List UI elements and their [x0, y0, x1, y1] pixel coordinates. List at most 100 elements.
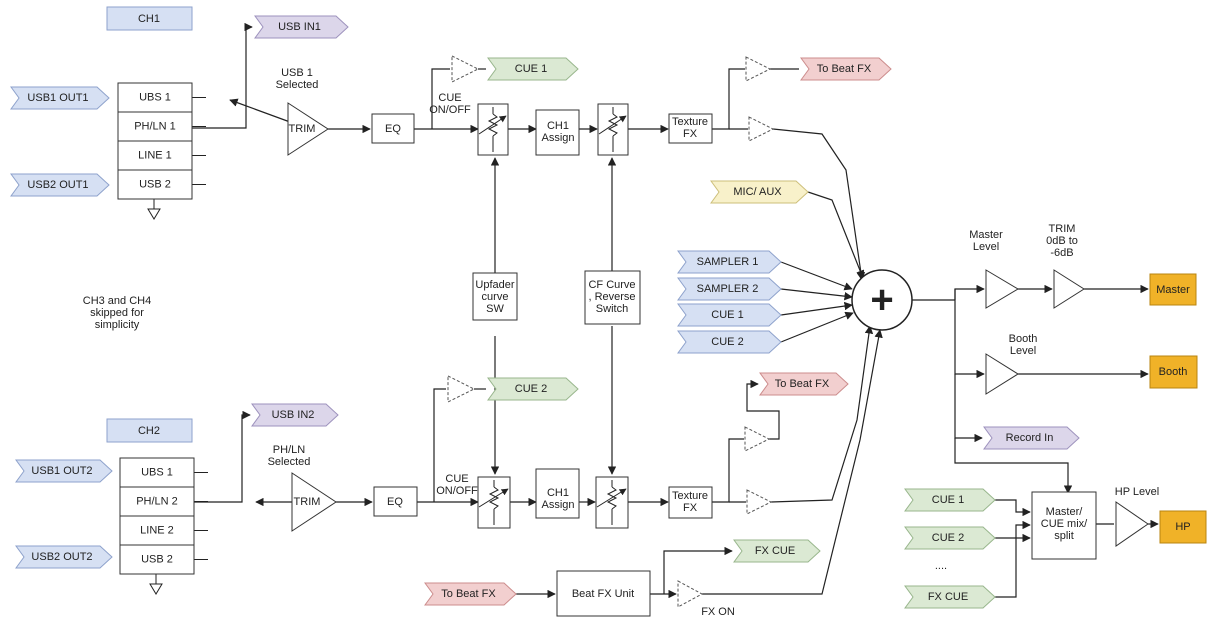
sampler2-tag: [677, 277, 782, 301]
ch2-source-selector-row-1: UBS 1: [141, 467, 173, 479]
trim-range-note-line-1: TRIM: [1049, 223, 1076, 235]
phln-selected-note-line-2: Selected: [268, 456, 311, 468]
cue1-tag-ch1: [487, 57, 579, 81]
usb2-out1-tag-label: USB2 OUT1: [27, 179, 88, 191]
cue-mix-box: [1031, 491, 1097, 560]
wires-layer: [153, 22, 1159, 599]
ch2-texture-fx-box: [668, 486, 713, 519]
wire-hp-fxcue: [995, 533, 1031, 598]
master-level-note-line-2: Level: [973, 241, 999, 253]
summing-junction: [851, 269, 913, 331]
ch2-beatfx-amp: [744, 426, 771, 452]
ch1-assign-box: [535, 109, 580, 156]
ch2-source-selector-row-4: USB 2: [141, 554, 173, 566]
fx-cue-tag-hp: [904, 585, 996, 609]
wire-hp-cue2: [995, 520, 1031, 539]
ch1-eq-label: EQ: [385, 123, 401, 135]
master-output-label: Master: [1156, 284, 1190, 296]
cue-mix-label-line-3: split: [1054, 530, 1074, 542]
to-beat-fx-tag-ch2: [759, 372, 849, 396]
usb1-out1-tag: [10, 86, 110, 110]
fx-on-label: FX ON: [701, 606, 735, 618]
booth-output-label: Booth: [1159, 366, 1188, 378]
wire-sampler2-to-sum: [780, 288, 853, 301]
ch1-assign-label-line-2: Assign: [541, 132, 574, 144]
sampler2-tag-label: SAMPLER 2: [697, 283, 759, 295]
to-beat-fx-tag-return-label: To Beat FX: [441, 588, 496, 600]
to-beat-fx-tag-return: [424, 582, 517, 606]
ch2-assign-label-line-1: CH1: [547, 487, 569, 499]
wire-hp-cue1: [995, 499, 1031, 517]
booth-level-note-line-1: Booth: [1009, 333, 1038, 345]
cue2-tag-hp-label: CUE 2: [932, 532, 964, 544]
sampler1-tag-label: SAMPLER 1: [697, 256, 759, 268]
usb-in2-tag: [251, 403, 339, 427]
ch2-assign-label-line-2: Assign: [541, 499, 574, 511]
usb-in2-tag-label: USB IN2: [272, 409, 315, 421]
fx-on-amp: [677, 580, 704, 608]
wire-beatfx-cue-tap: [663, 546, 733, 594]
ch2-texture-fx-label-line-2: FX: [683, 502, 698, 514]
ch1-upfader-wiper: [478, 115, 507, 135]
to-beat-fx-tag-ch1-label: To Beat FX: [817, 63, 872, 75]
ch2-texture-fx-label-line-1: Texture: [672, 490, 708, 502]
wire-cue2-to-sum: [780, 311, 854, 343]
ch2-eq-box: [373, 486, 418, 517]
beat-fx-unit-label: Beat FX Unit: [572, 588, 634, 600]
usb2-out2-tag: [15, 545, 113, 569]
master-level-note-line-1: Master: [969, 229, 1003, 241]
booth-output-box: [1149, 355, 1198, 389]
upfader-curve-label-line-1: Upfader: [475, 279, 514, 291]
usb-in1-tag-label: USB IN1: [278, 21, 321, 33]
usb1-out2-tag-label: USB1 OUT2: [31, 465, 92, 477]
cue-mix-label-line-2: CUE mix/: [1041, 518, 1088, 530]
ch2-label-box: [106, 418, 193, 443]
wire-to-record: [954, 374, 983, 443]
cue1-tag-ch1-label: CUE 1: [515, 63, 547, 75]
ch2-source-selector-row-2: PH/LN 2: [136, 496, 178, 508]
wire-ch1-cue-tap: [431, 68, 450, 129]
usb2-out2-tag-label: USB2 OUT2: [31, 551, 92, 563]
ch1-source-selector-row-4: USB 2: [139, 179, 171, 191]
wire-ch1-beatfx-tap: [712, 68, 745, 130]
ch1-beatfx-amp: [745, 56, 772, 82]
cue1-tag-hp-label: CUE 1: [932, 494, 964, 506]
ch1-label-box: [106, 6, 193, 31]
ch3-ch4-note-line-2: skipped for: [90, 307, 144, 319]
cue-ellipsis: ....: [935, 560, 947, 572]
ch2-cue-onoff-note-line-2: ON/OFF: [436, 485, 478, 497]
ch1-cue-onoff-note-line-1: CUE: [438, 92, 461, 104]
usb1-selected-note-line-1: USB 1: [281, 67, 313, 79]
wire-sampler1-to-sum: [780, 261, 853, 291]
beat-fx-unit-box: [556, 570, 651, 617]
ch1-ground-icon: [147, 208, 161, 220]
sampler1-tag: [677, 250, 782, 274]
ch2-source-selector-row-3: LINE 2: [140, 525, 174, 537]
ch1-trim-label: TRIM: [289, 123, 316, 135]
ch2-crossfader-resistor: [606, 486, 618, 510]
ch2-cue-onoff-note-line-1: CUE: [445, 473, 468, 485]
ch1-source-selector-row-2: PH/LN 1: [134, 121, 176, 133]
ch2-cue-amp: [447, 375, 476, 403]
cue2-tag-hp: [904, 526, 996, 550]
mic-aux-tag-label: MIC/ AUX: [733, 186, 782, 198]
usb-in1-tag: [254, 15, 349, 39]
cue2-tag-sum-label: CUE 2: [711, 336, 743, 348]
ch3-ch4-note-line-1: CH3 and CH4: [83, 295, 151, 307]
wire-cue1-to-sum: [780, 301, 853, 316]
cf-curve-label-line-2: , Reverse: [588, 291, 635, 303]
ch1-label: CH1: [138, 13, 160, 25]
wire-mic-to-sum: [807, 191, 865, 279]
wire-fxon-to-sum: [702, 329, 883, 595]
ch2-crossfader-wiper: [596, 488, 627, 508]
cue1-tag-sum-label: CUE 1: [711, 309, 743, 321]
trim-range-note-line-3: -6dB: [1050, 247, 1073, 259]
wire-to-master-level: [954, 284, 985, 300]
wire-ch1-select-arrow: [229, 98, 291, 123]
booth-level-amp: [985, 353, 1019, 395]
hp-level-amp: [1115, 501, 1149, 547]
ch2-label: CH2: [138, 425, 160, 437]
summing-plus-symbol: +: [870, 278, 893, 322]
master-output-box: [1149, 273, 1197, 306]
